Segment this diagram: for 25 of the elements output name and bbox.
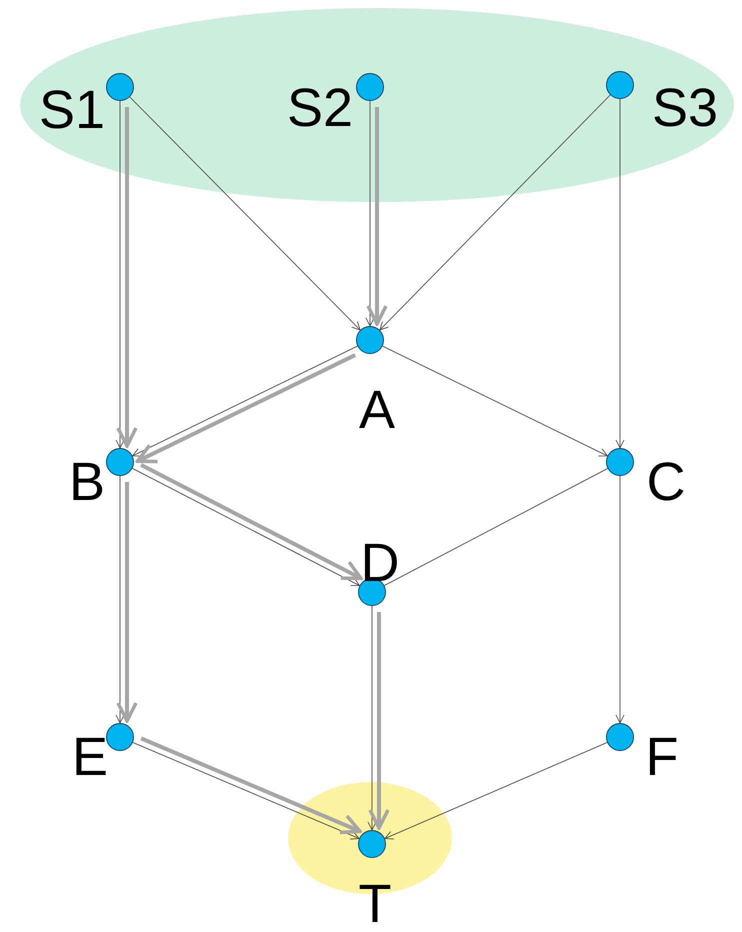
- arrow: [116, 100, 124, 448]
- arrow: [116, 107, 138, 448]
- arrow: [368, 612, 390, 830]
- arrow: [368, 606, 376, 830]
- connector-line: [384, 468, 608, 586]
- arrow: [384, 742, 608, 840]
- node-label: S2: [286, 81, 354, 135]
- node-label: S1: [38, 83, 106, 137]
- arrow: [379, 94, 611, 330]
- node-label: D: [360, 536, 400, 590]
- arrow: [116, 482, 138, 723]
- arrow: [366, 100, 374, 326]
- arrow: [382, 346, 608, 456]
- node-label: B: [68, 455, 106, 509]
- node-label: C: [646, 455, 686, 509]
- node-label: F: [646, 730, 678, 784]
- arrow: [129, 96, 361, 330]
- node-label: T: [358, 877, 392, 931]
- arrow: [116, 476, 124, 724]
- node-label: S3: [652, 81, 718, 135]
- node-label: E: [72, 730, 108, 784]
- arrow: [366, 107, 388, 326]
- arrow: [616, 98, 624, 448]
- node-label: A: [358, 383, 396, 437]
- arrow: [616, 476, 624, 724]
